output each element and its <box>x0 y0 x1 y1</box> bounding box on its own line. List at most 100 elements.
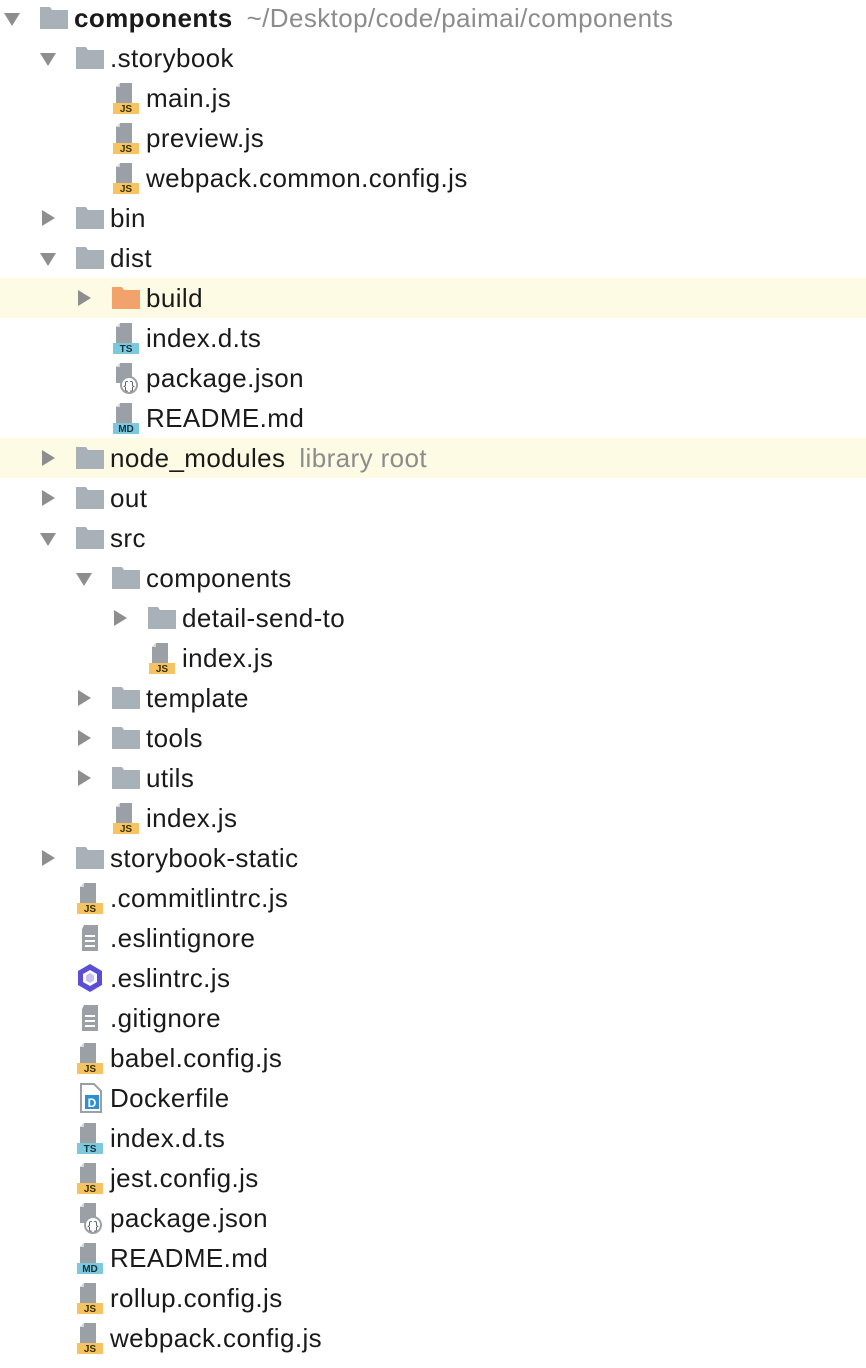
eslint-icon <box>74 961 106 995</box>
tree-item-name: index.js <box>182 643 274 673</box>
svg-text:{}: {} <box>86 1221 99 1233</box>
svg-text:JS: JS <box>84 1064 97 1075</box>
tree-row[interactable]: .storybook <box>0 38 866 78</box>
tree-row[interactable]: {} package.json <box>0 1198 866 1238</box>
dockerfile-icon: D <box>74 1081 106 1115</box>
tree-item-name: out <box>110 483 148 513</box>
chevron-down-icon[interactable] <box>72 564 96 592</box>
folder-icon <box>74 441 106 475</box>
tree-item-label: Dockerfile <box>110 1081 230 1115</box>
tree-row[interactable]: {}package.json <box>0 358 866 398</box>
tree-item-label: bin <box>110 201 146 235</box>
chevron-right-icon[interactable] <box>72 684 96 712</box>
tree-item-name: detail-send-to <box>182 603 346 633</box>
folder-icon <box>110 761 142 795</box>
chevron-right-icon[interactable] <box>72 724 96 752</box>
tree-row[interactable]: .eslintrc.js <box>0 958 866 998</box>
chevron-right-icon[interactable] <box>72 764 96 792</box>
tree-row[interactable]: detail-send-to <box>0 598 866 638</box>
tree-row[interactable]: components <box>0 558 866 598</box>
chevron-right-icon[interactable] <box>36 204 60 232</box>
tree-item-name: components <box>146 563 292 593</box>
folder-icon <box>74 481 106 515</box>
tree-item-label: index.d.ts <box>146 321 261 355</box>
tree-item-name: dist <box>110 243 153 273</box>
svg-text:JS: JS <box>84 1184 97 1195</box>
javascript-file-icon: JS <box>74 1041 106 1075</box>
tree-row[interactable]: .eslintignore <box>0 918 866 958</box>
json-file-icon: {} <box>74 1201 106 1235</box>
tree-item-label: webpack.common.config.js <box>146 161 468 195</box>
excluded-folder-icon <box>110 281 142 315</box>
folder-icon <box>110 681 142 715</box>
tree-row[interactable]: .gitignore <box>0 998 866 1038</box>
tree-item-name: index.d.ts <box>110 1123 226 1153</box>
folder-icon <box>74 41 106 75</box>
svg-text:JS: JS <box>84 1304 97 1315</box>
tree-item-name: package.json <box>146 363 305 393</box>
text-file-icon <box>74 921 106 955</box>
chevron-down-icon[interactable] <box>0 4 24 32</box>
tree-item-name: template <box>146 683 249 713</box>
tree-item-label: preview.js <box>146 121 264 155</box>
tree-item-label: main.js <box>146 81 231 115</box>
tree-row[interactable]: storybook-static <box>0 838 866 878</box>
chevron-right-icon[interactable] <box>72 284 96 312</box>
folder-icon <box>38 1 70 35</box>
tree-row[interactable]: components~/Desktop/code/paimai/componen… <box>0 0 866 38</box>
tree-row[interactable]: utils <box>0 758 866 798</box>
markdown-file-icon: MD <box>74 1241 106 1275</box>
tree-item-label: package.json <box>146 361 304 395</box>
chevron-down-icon[interactable] <box>36 524 60 552</box>
tree-row[interactable]: JS.commitlintrc.js <box>0 878 866 918</box>
tree-item-label: build <box>146 281 203 315</box>
folder-icon <box>110 561 142 595</box>
javascript-file-icon: JS <box>146 641 178 675</box>
tree-item-name: Dockerfile <box>110 1083 230 1113</box>
chevron-down-icon[interactable] <box>36 44 60 72</box>
javascript-file-icon: JS <box>74 1161 106 1195</box>
tree-item-name: preview.js <box>146 123 265 153</box>
chevron-right-icon[interactable] <box>36 844 60 872</box>
tree-row[interactable]: out <box>0 478 866 518</box>
tree-item-name: README.md <box>146 403 305 433</box>
tree-row[interactable]: tools <box>0 718 866 758</box>
chevron-right-icon[interactable] <box>36 444 60 472</box>
chevron-right-icon[interactable] <box>108 604 132 632</box>
tree-row[interactable]: bin <box>0 198 866 238</box>
javascript-file-icon: JS <box>110 801 142 835</box>
chevron-down-icon[interactable] <box>36 244 60 272</box>
tree-item-name: components <box>74 3 233 33</box>
tree-row[interactable]: dist <box>0 238 866 278</box>
text-file-icon <box>74 1001 106 1035</box>
tree-item-label: webpack.config.js <box>110 1321 322 1355</box>
tree-row[interactable]: src <box>0 518 866 558</box>
chevron-right-icon[interactable] <box>36 484 60 512</box>
javascript-file-icon: JS <box>110 121 142 155</box>
tree-item-label: package.json <box>110 1201 268 1235</box>
tree-item-name: tools <box>146 723 203 753</box>
tree-row[interactable]: JS jest.config.js <box>0 1158 866 1198</box>
javascript-file-icon: JS <box>74 1321 106 1355</box>
typescript-file-icon: TS <box>110 321 142 355</box>
tree-row[interactable]: template <box>0 678 866 718</box>
tree-row[interactable]: build <box>0 278 866 318</box>
typescript-file-icon: TS <box>74 1121 106 1155</box>
tree-item-name: .eslintignore <box>110 923 256 953</box>
tree-item-name: .commitlintrc.js <box>110 883 289 913</box>
tree-item-name: jest.config.js <box>110 1163 259 1193</box>
